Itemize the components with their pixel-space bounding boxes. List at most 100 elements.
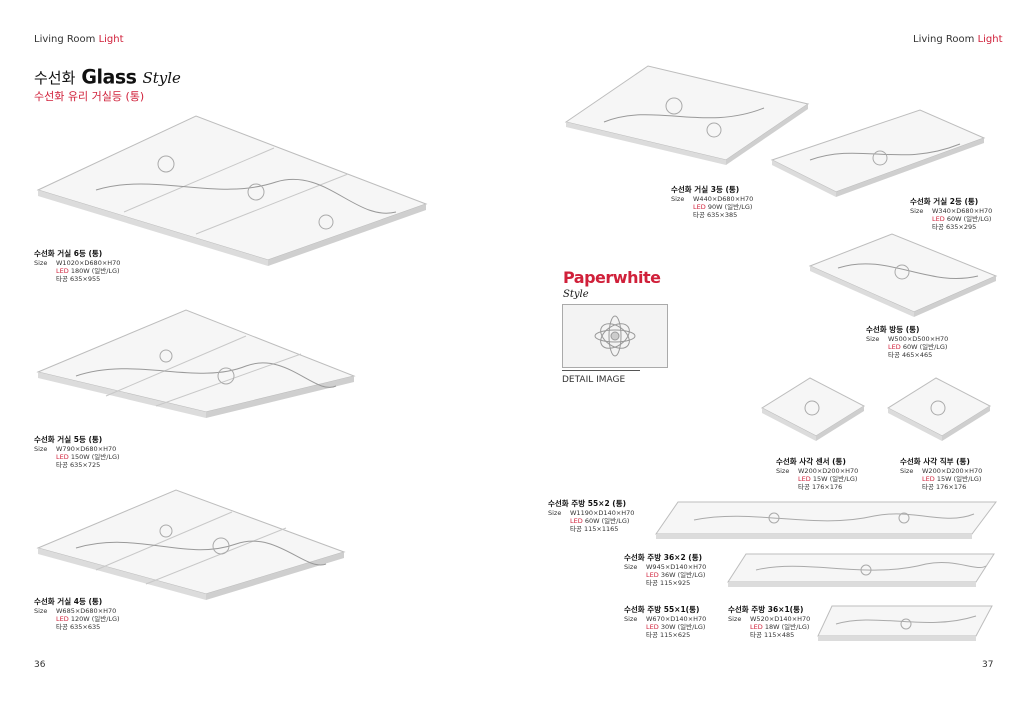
lamp-image-2 (770, 109, 986, 197)
led-label: LED (693, 203, 706, 211)
product-spec-room: 수선화 방등 (통) Size W500×D500×H70 LED 60W (일반… (866, 325, 949, 360)
led-label: LED (798, 475, 811, 483)
product-name: 수선화 거실 3등 (통) (671, 185, 740, 194)
product-size: W200×D200×H70 (922, 467, 983, 475)
led-label: LED (922, 475, 935, 483)
product-hole: 타공 635×385 (693, 211, 738, 219)
product-led: 60W (일반/LG) (946, 215, 992, 223)
header-left-accent: Light (98, 34, 124, 45)
product-led: 36W (일반/LG) (660, 571, 706, 579)
product-led: 60W (일반/LG) (584, 517, 630, 525)
product-spec-2: 수선화 거실 2등 (통) Size W340×D680×H70 LED 60W … (910, 197, 993, 232)
product-spec-sensor: 수선화 사각 센서 (통) Size W200×D200×H70 LED 15W … (776, 457, 859, 492)
product-size: W945×D140×H70 (646, 563, 707, 571)
lamp-image-direct (886, 377, 992, 441)
product-size: W200×D200×H70 (798, 467, 859, 475)
size-label: Size (34, 607, 48, 615)
product-hole: 타공 115×485 (750, 631, 795, 639)
led-label: LED (56, 615, 69, 623)
product-name: 수선화 주방 55×1(통) (624, 605, 700, 614)
lamp-image-kitchen-55x2 (655, 501, 997, 539)
page-title: 수선화 Glass Style (34, 65, 181, 89)
product-name: 수선화 사각 직부 (통) (900, 457, 970, 466)
title-glass: Glass (81, 65, 137, 89)
product-name: 수선화 방등 (통) (866, 325, 920, 334)
lamp-image-kitchen-36x1 (817, 605, 993, 641)
product-led: 180W (일반/LG) (70, 267, 120, 275)
size-label: Size (728, 615, 742, 623)
led-label: LED (888, 343, 901, 351)
product-size: W520×D140×H70 (750, 615, 811, 623)
product-led: 90W (일반/LG) (707, 203, 753, 211)
product-spec-kitchen-36x1: 수선화 주방 36×1(통) Size W520×D140×H70 LED 18W… (728, 605, 811, 640)
size-label: Size (624, 563, 638, 571)
lamp-image-room (808, 233, 998, 317)
size-label: Size (866, 335, 880, 343)
led-label: LED (570, 517, 583, 525)
product-name: 수선화 주방 36×2 (통) (624, 553, 703, 562)
product-spec-6: 수선화 거실 6등 (통) Size W1020×D680×H70 LED 180… (34, 249, 121, 284)
flower-detail-icon (594, 315, 636, 357)
header-right: Living Room Light (913, 34, 1003, 45)
page-subtitle: 수선화 유리 거실등 (통) (34, 90, 145, 103)
product-name: 수선화 거실 2등 (통) (910, 197, 979, 206)
product-name: 수선화 거실 5등 (통) (34, 435, 103, 444)
product-hole: 타공 635×955 (56, 275, 101, 283)
header-right-accent: Light (977, 34, 1003, 45)
size-label: Size (34, 259, 48, 267)
led-label: LED (750, 623, 763, 631)
title-style: Style (142, 69, 181, 87)
product-hole: 타공 635×295 (932, 223, 977, 231)
product-size: W500×D500×H70 (888, 335, 949, 343)
lamp-image-kitchen-36x2 (727, 553, 995, 587)
product-spec-3: 수선화 거실 3등 (통) Size W440×D680×H70 LED 90W … (671, 185, 754, 220)
led-label: LED (932, 215, 945, 223)
product-hole: 타공 176×176 (922, 483, 967, 491)
product-name: 수선화 주방 55×2 (통) (548, 499, 627, 508)
led-label: LED (56, 267, 69, 275)
product-size: W670×D140×H70 (646, 615, 707, 623)
product-name: 수선화 주방 36×1(통) (728, 605, 804, 614)
title-korean: 수선화 (34, 69, 76, 87)
size-label: Size (671, 195, 685, 203)
size-label: Size (34, 445, 48, 453)
product-size: W1020×D680×H70 (56, 259, 121, 267)
paperwhite-style: Style (563, 289, 589, 300)
header-left: Living Room Light (34, 34, 124, 45)
product-size: W1190×D140×H70 (570, 509, 635, 517)
product-hole: 타공 635×725 (56, 461, 101, 469)
size-label: Size (900, 467, 914, 475)
size-label: Size (910, 207, 924, 215)
header-left-text: Living Room (34, 34, 99, 45)
lamp-image-5 (36, 309, 356, 418)
product-size: W685×D680×H70 (56, 607, 117, 615)
product-hole: 타공 635×635 (56, 623, 101, 631)
product-size: W440×D680×H70 (693, 195, 754, 203)
led-label: LED (646, 571, 659, 579)
header-right-text: Living Room (913, 34, 978, 45)
page-number-left: 36 (34, 660, 46, 670)
product-hole: 타공 176×176 (798, 483, 843, 491)
paperwhite-title: Paperwhite (563, 268, 661, 287)
product-led: 60W (일반/LG) (902, 343, 948, 351)
product-name: 수선화 거실 6등 (통) (34, 249, 103, 258)
product-hole: 타공 465×465 (888, 351, 933, 359)
product-led: 18W (일반/LG) (764, 623, 810, 631)
product-spec-kitchen-55x2: 수선화 주방 55×2 (통) Size W1190×D140×H70 LED 6… (548, 499, 635, 534)
size-label: Size (776, 467, 790, 475)
product-led: 120W (일반/LG) (70, 615, 120, 623)
product-size: W340×D680×H70 (932, 207, 993, 215)
size-label: Size (548, 509, 562, 517)
product-spec-kitchen-36x2: 수선화 주방 36×2 (통) Size W945×D140×H70 LED 36… (624, 553, 707, 588)
product-led: 15W (일반/LG) (812, 475, 858, 483)
page-number-right: 37 (982, 660, 994, 670)
detail-image-label: DETAIL IMAGE (562, 375, 626, 385)
detail-image (562, 304, 668, 368)
detail-divider (562, 370, 640, 371)
product-name: 수선화 사각 센서 (통) (776, 457, 846, 466)
lamp-image-sensor (760, 377, 866, 441)
